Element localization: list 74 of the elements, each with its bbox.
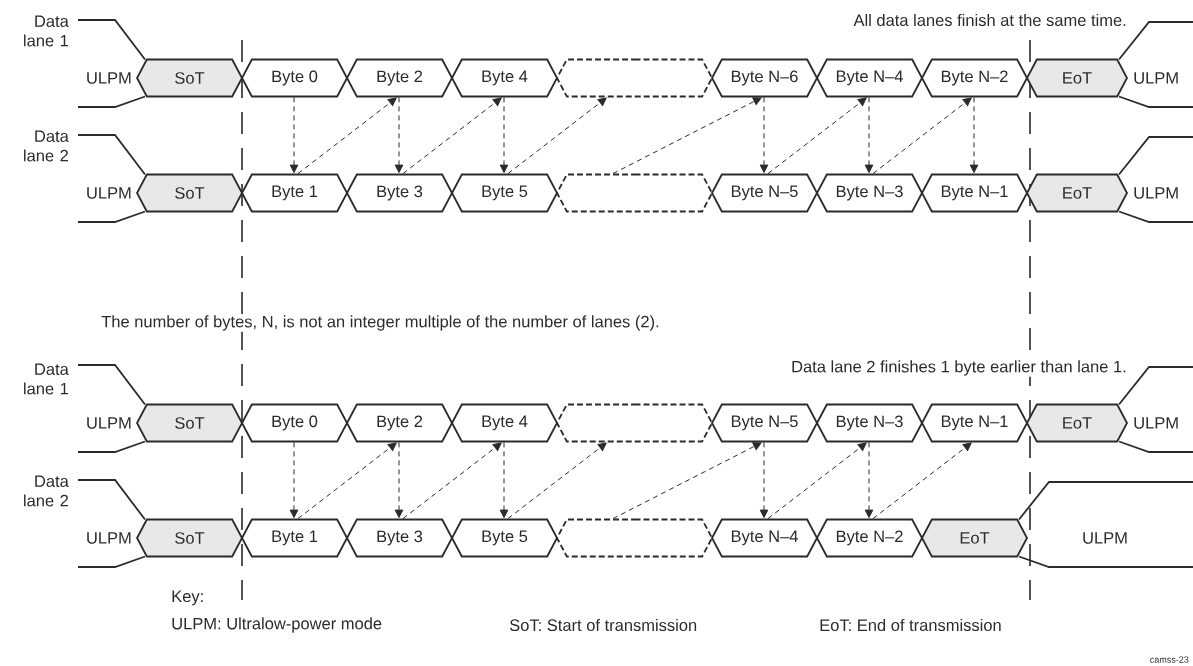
byte-segment: Byte 5 [451,518,559,558]
arrow [872,442,972,520]
lane-label: Data lane 2 [24,130,69,162]
arrow [864,441,874,518]
byte-segment: Byte N–1 [921,173,1029,213]
arrow [507,442,607,520]
byte-segment: Byte 0 [241,403,349,443]
byte-segment: Byte N–3 [816,173,924,213]
byte-segment: Byte N–3 [816,403,924,443]
byte-segment: Byte 0 [241,58,349,98]
state-segment: EoT [921,518,1029,558]
byte-segment: Byte N–4 [711,518,819,558]
byte-segment: Byte N–2 [816,518,924,558]
state-segment: EoT [1026,58,1129,98]
figure-id: camss-23 [1150,656,1189,663]
arrow [507,97,607,175]
arrow [499,441,509,518]
arrow [499,96,509,173]
byte-segment: Byte N–6 [711,58,819,98]
state-segment: SoT [136,403,244,443]
state-segment: EoT [1026,403,1129,443]
byte-segment: Byte N–5 [711,403,819,443]
byte-segment: Byte N–1 [921,403,1029,443]
arrow [612,97,762,175]
byte-segment: Byte N–2 [921,58,1029,98]
state-segment: SoT [136,518,244,558]
arrow [759,96,769,173]
byte-segment: Byte 4 [451,403,559,443]
state-label: ULPM [87,187,131,199]
key-text: SoT: Start of transmission [509,618,697,632]
byte-segment: Byte 3 [346,173,454,213]
byte-segment: Byte 2 [346,58,454,98]
arrow [297,97,397,175]
state-segment: SoT [136,58,244,98]
key-text: ULPM: Ultralow-power mode [172,617,382,633]
arrow [297,442,397,520]
arrow [767,442,867,520]
arrow [289,441,299,518]
byte-segment: Byte 2 [346,403,454,443]
arrow [759,441,769,518]
state-segment: SoT [136,173,244,213]
byte-segment: Byte 1 [241,518,349,558]
state-label: ULPM [87,417,131,429]
state-label: ULPM [1083,532,1127,544]
byte-segment: Byte 5 [451,173,559,213]
note-text: Data lane 2 finishes 1 byte earlier than lane 1. [790,359,1128,377]
state-segment: EoT [1026,173,1129,213]
byte-segment: Byte 3 [346,518,454,558]
lane-label: Data lane 2 [24,475,69,507]
key-text: Key: [172,590,203,606]
state-label: ULPM [87,72,131,84]
arrow [402,97,502,175]
arrow [402,442,502,520]
arrow [289,96,299,173]
state-label: ULPM [87,532,131,544]
state-label: ULPM [1134,187,1178,199]
byte-segment: Byte 4 [451,58,559,98]
arrow [872,97,972,175]
byte-segment: Byte 1 [241,173,349,213]
byte-segment: Byte N–5 [711,173,819,213]
arrow [969,96,979,173]
lane-label: Data lane 1 [24,363,69,395]
state-label: ULPM [1134,72,1178,84]
arrow [767,97,867,175]
arrow [864,96,874,173]
arrow [612,442,762,520]
arrow [394,441,404,518]
note-text: The number of bytes, N, is not an integer multiple of the number of lanes (2). [100,314,661,332]
byte-segment: Byte N–4 [816,58,924,98]
lane-label: Data lane 1 [24,15,69,47]
state-label: ULPM [1134,417,1178,429]
arrow [394,96,404,173]
key-text: EoT: End of transmission [820,618,1001,632]
note-text: All data lanes finish at the same time. [852,12,1128,28]
